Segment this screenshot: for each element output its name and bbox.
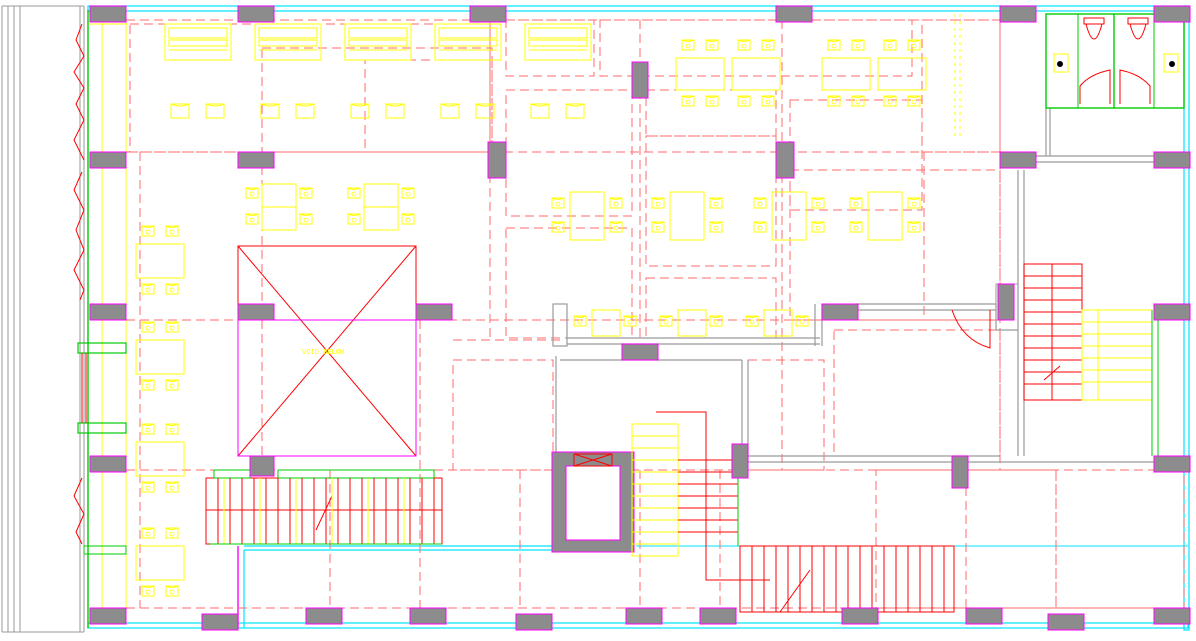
void-label: VOID BELOW xyxy=(302,348,345,356)
dining-chair-set xyxy=(573,315,809,327)
staircase-right xyxy=(951,263,1159,456)
structural-columns xyxy=(89,5,1191,631)
toilet-icon xyxy=(1053,17,1111,104)
dining-table-group xyxy=(261,183,903,241)
staircase-lower-left xyxy=(205,469,443,545)
dining-table-group xyxy=(675,57,927,91)
void-below: VOID BELOW xyxy=(237,245,417,457)
sofa-row xyxy=(164,23,592,61)
dining-table-group xyxy=(591,309,793,337)
dining-table-group xyxy=(135,243,185,581)
lounge-chair-row xyxy=(170,103,585,119)
dining-chair-set xyxy=(245,187,921,233)
planter-strip xyxy=(954,14,961,136)
staircase-central xyxy=(631,411,955,613)
toilet-block xyxy=(1045,13,1185,109)
dining-chair-set xyxy=(141,225,179,597)
toilet-icon xyxy=(1119,17,1179,104)
gridlines xyxy=(126,19,1185,609)
dining-chair-set xyxy=(681,39,921,107)
lift-core xyxy=(551,451,635,553)
interior-walls xyxy=(552,108,1184,463)
